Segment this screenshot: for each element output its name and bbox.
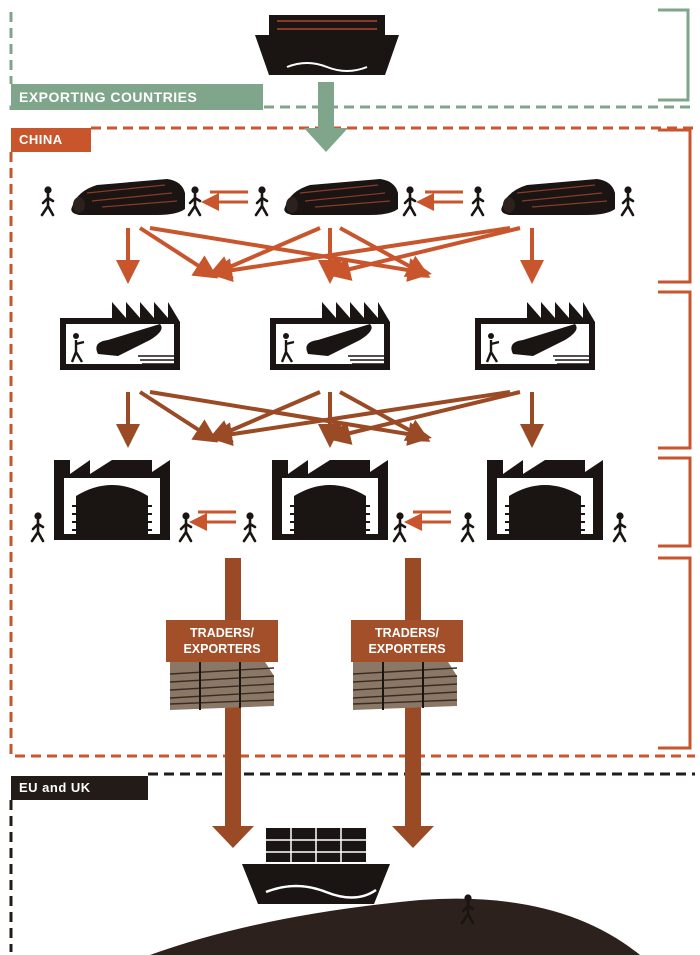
- china-bracket-2: [658, 290, 692, 450]
- person-walking-icon: [402, 185, 417, 217]
- person-walking-icon: [612, 511, 627, 543]
- factory-icon: [53, 459, 171, 541]
- china-bracket-1: [658, 128, 692, 284]
- log-pile-icon: [283, 178, 399, 216]
- eu-border: [9, 772, 695, 952]
- arrows-sawmills-to-factories: [116, 390, 544, 448]
- sawmill-icon: [58, 300, 182, 372]
- log-pile-icon: [70, 178, 186, 216]
- person-walking-icon: [40, 185, 55, 217]
- log-pile-row: [40, 178, 635, 217]
- person-walking-icon: [392, 511, 407, 543]
- sawmill-row: [58, 300, 597, 372]
- person-walking-icon: [178, 511, 193, 543]
- trader-line-2: EXPORTERS: [183, 642, 261, 656]
- trader-line-1: TRADERS/: [375, 626, 439, 640]
- person-walking-icon: [620, 185, 635, 217]
- plywood-stack-icon: [352, 653, 458, 711]
- factory-icon: [486, 459, 604, 541]
- person-walking-icon: [242, 511, 257, 543]
- factory-row: [30, 459, 627, 543]
- hill-icon: [150, 898, 640, 955]
- region-label-exporting-countries: EXPORTING COUNTRIES: [11, 84, 263, 110]
- china-bracket-3: [658, 456, 692, 548]
- person-walking-icon: [470, 185, 485, 217]
- factory-icon: [271, 459, 389, 541]
- region-label-china: CHINA: [11, 128, 91, 152]
- container-ship-icon: [242, 828, 390, 904]
- person-walking-icon: [254, 185, 269, 217]
- china-bracket-4: [658, 556, 692, 750]
- person-walking-icon: [30, 511, 45, 543]
- person-walking-icon: [460, 511, 475, 543]
- trader-line-2: EXPORTERS: [368, 642, 446, 656]
- region-label-eu-uk: EU and UK: [11, 776, 148, 800]
- sawmill-icon: [473, 300, 597, 372]
- sawmill-icon: [268, 300, 392, 372]
- arrows-logs-to-sawmills: [116, 226, 544, 284]
- traders-exporters-label: TRADERS/ EXPORTERS: [351, 620, 463, 662]
- trader-line-1: TRADERS/: [190, 626, 254, 640]
- plywood-stack-icon: [169, 653, 275, 711]
- traders-exporters-label: TRADERS/ EXPORTERS: [166, 620, 278, 662]
- china-border: [9, 126, 695, 758]
- arrow-export-to-china: [304, 82, 348, 152]
- exporting-bracket: [658, 8, 690, 102]
- cargo-ship-icon: [255, 15, 399, 75]
- person-walking-icon: [187, 185, 202, 217]
- log-pile-icon: [500, 178, 616, 216]
